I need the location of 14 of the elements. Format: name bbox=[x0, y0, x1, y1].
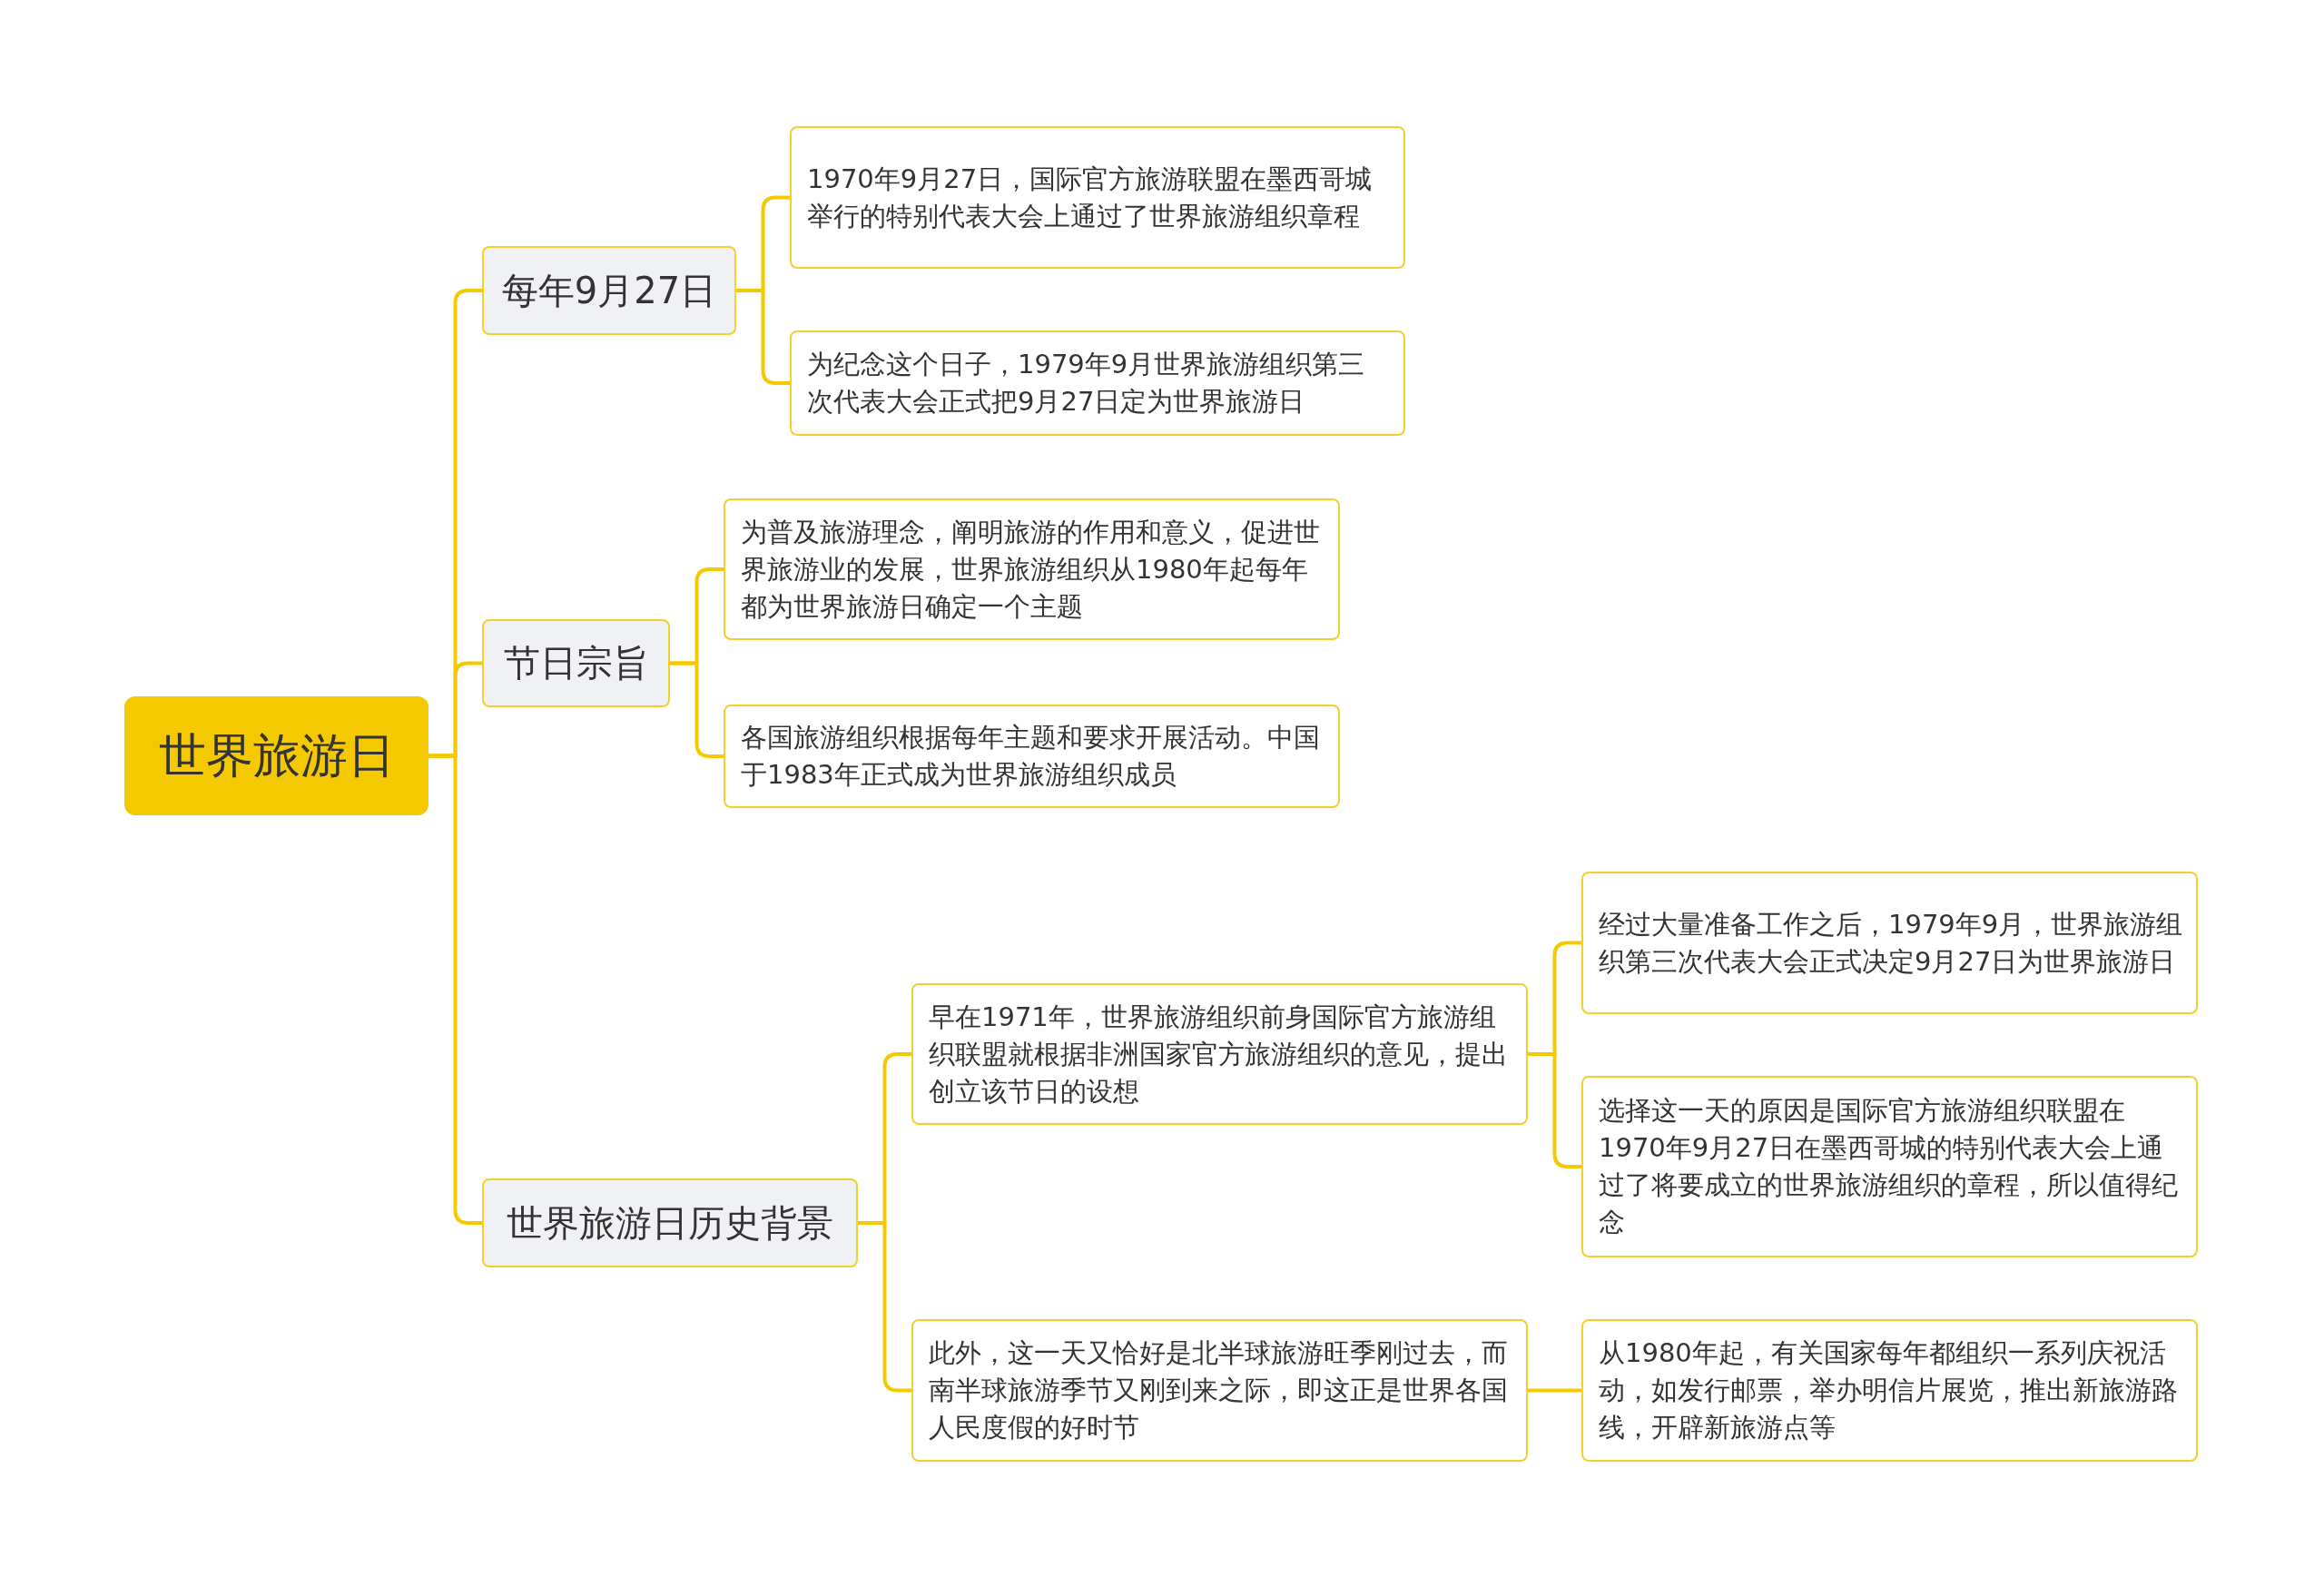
detail-box: 为纪念这个日子，1979年9月世界旅游组织第三次代表大会正式把9月27日定为世界旅游日 bbox=[790, 330, 1405, 436]
detail-box: 各国旅游组织根据每年主题和要求开展活动。中国于1983年正式成为世界旅游组织成员 bbox=[724, 705, 1340, 808]
connector-line bbox=[1528, 1388, 1581, 1393]
branch-topic: 每年9月27日 bbox=[482, 246, 736, 335]
detail-box: 此外，这一天又恰好是北半球旅游旺季刚过去，而南半球旅游季节又刚到来之际，即这正是世界各国人民度假的好时节 bbox=[911, 1319, 1528, 1462]
detail-box: 1970年9月27日，国际官方旅游联盟在墨西哥城举行的特别代表大会上通过了世界旅游组织章程 bbox=[790, 126, 1405, 269]
branch-topic: 世界旅游日历史背景 bbox=[482, 1178, 858, 1267]
detail-box: 经过大量准备工作之后，1979年9月，世界旅游组织第三次代表大会正式决定9月27日为世界旅游日 bbox=[1581, 872, 2198, 1014]
branch-topic: 节日宗旨 bbox=[482, 619, 670, 707]
detail-box: 从1980年起，有关国家每年都组织一系列庆祝活动，如发行邮票，举办明信片展览，推出新旅游路线，开辟新旅游点等 bbox=[1581, 1319, 2198, 1462]
detail-box: 为普及旅游理念，阐明旅游的作用和意义，促进世界旅游业的发展，世界旅游组织从1980年起每年都为世界旅游日确定一个主题 bbox=[724, 498, 1340, 640]
root-topic: 世界旅游日 bbox=[124, 696, 428, 815]
detail-box: 早在1971年，世界旅游组织前身国际官方旅游组织联盟就根据非洲国家官方旅游组织的意见，提出创立该节日的设想 bbox=[911, 983, 1528, 1125]
detail-box: 选择这一天的原因是国际官方旅游组织联盟在1970年9月27日在墨西哥城的特别代表大会上通过了将要成立的世界旅游组织的章程，所以值得纪念 bbox=[1581, 1076, 2198, 1257]
